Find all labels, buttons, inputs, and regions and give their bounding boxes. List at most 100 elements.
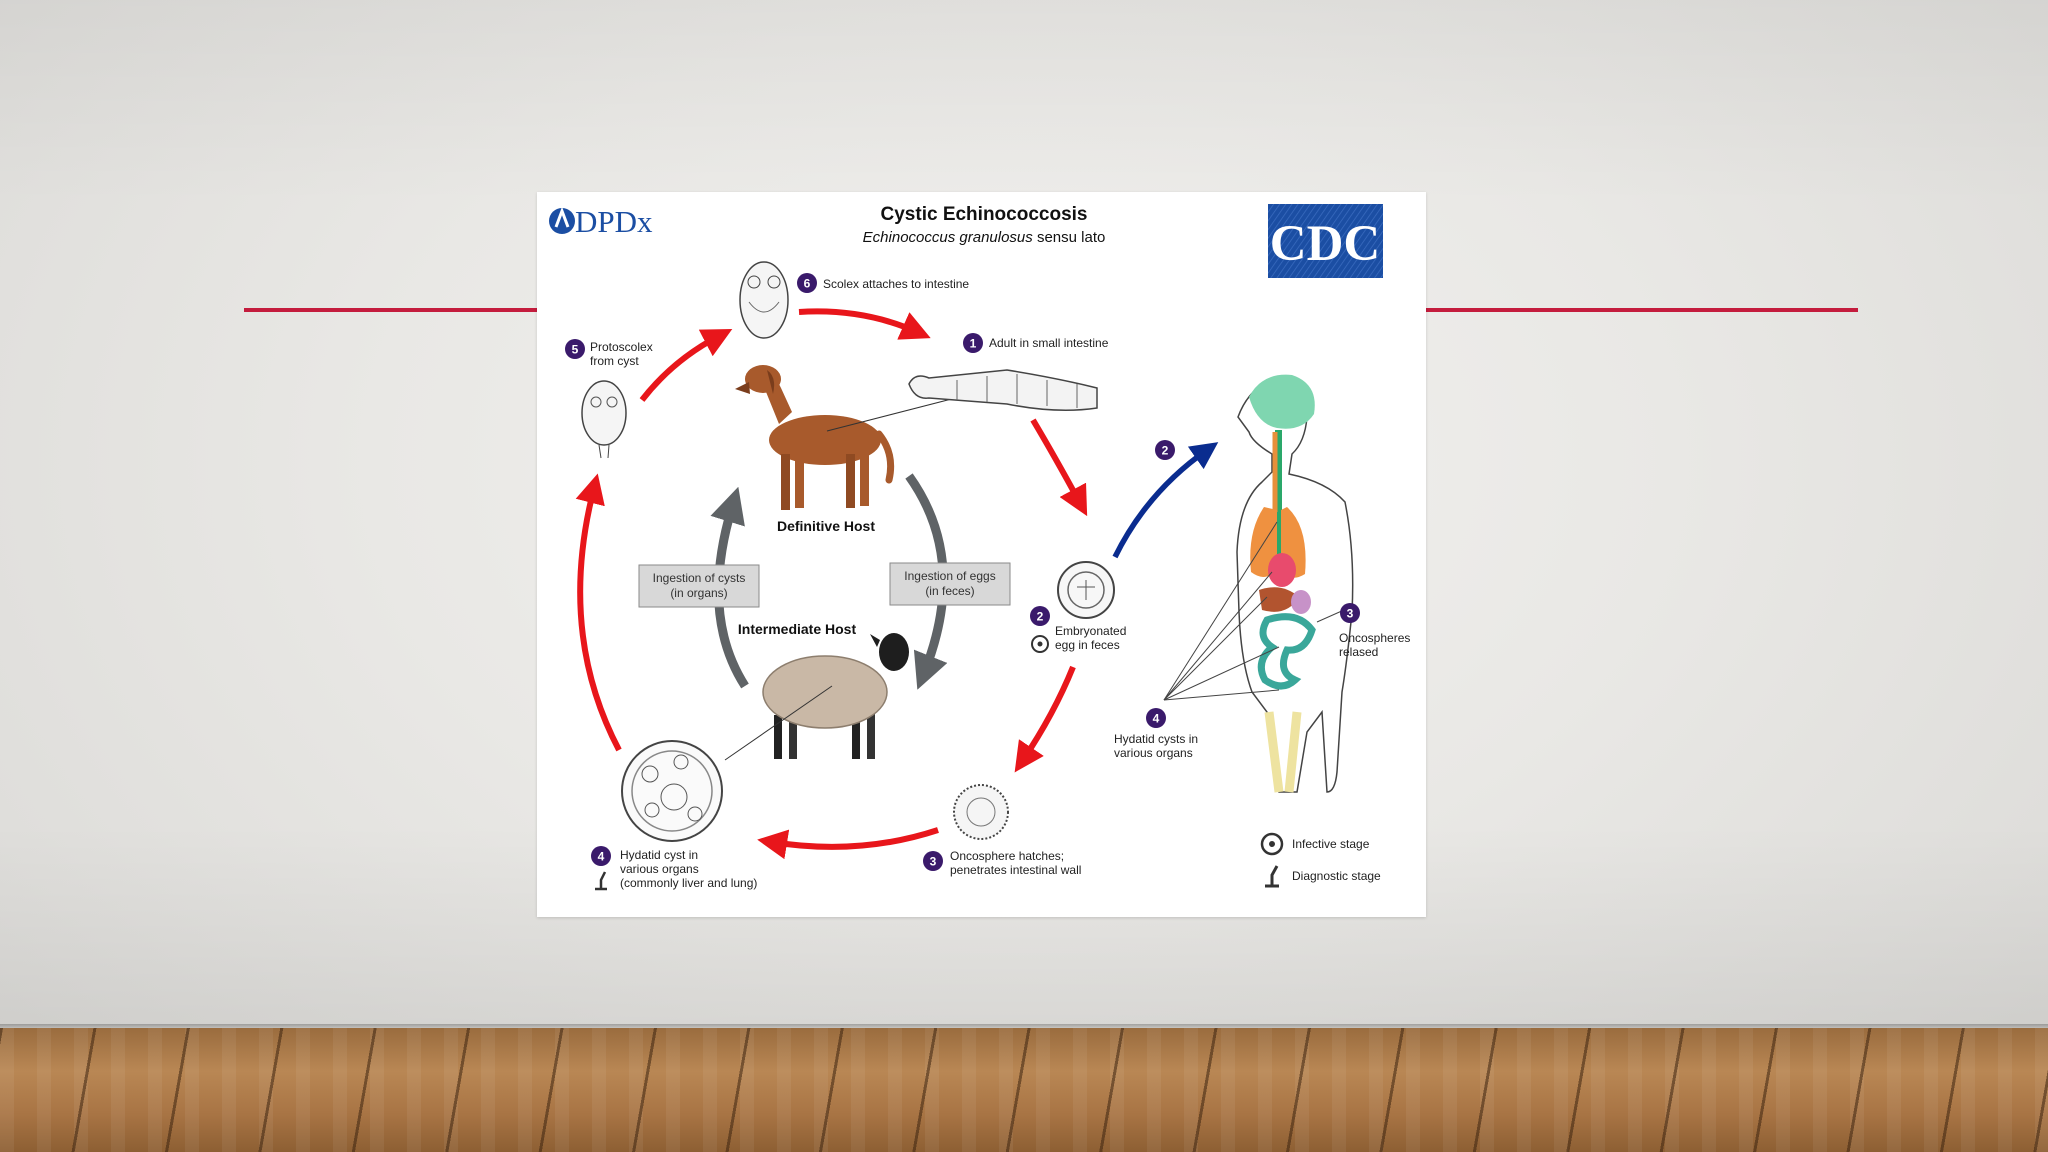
- dog-hind-leg-2: [860, 450, 869, 506]
- legend-microscope-icon-shape: [1265, 865, 1279, 888]
- human-pointer-line-5: [1163, 689, 1280, 701]
- wood-floor: [0, 1028, 2048, 1152]
- life-cycle-diagram: DPDx Cystic Echinococcosis Echinococcus …: [537, 192, 1426, 917]
- scolex-detail: [748, 301, 780, 313]
- protoscolex-tail: [598, 444, 610, 459]
- stage-3-label-line1: Oncosphere hatches;: [950, 849, 1064, 863]
- legend-biohazard-icon-ring: [1260, 832, 1284, 856]
- human-brain: [1249, 374, 1315, 429]
- human-liver: [1259, 587, 1299, 612]
- arrow-3-to-4: [757, 827, 939, 860]
- stage-2-label-line2: egg in feces: [1055, 638, 1120, 652]
- legend-diagnostic-label: Diagnostic stage: [1292, 869, 1381, 883]
- human-pointer-line-1: [1163, 521, 1278, 701]
- scolex-sucker-right: [767, 275, 781, 289]
- oncosphere-drawing: [953, 784, 1009, 840]
- scolex-drawing: [739, 261, 789, 339]
- legend-infective-label: Infective stage: [1292, 837, 1370, 851]
- scolex-sucker-left: [747, 275, 761, 289]
- ingestion-cysts-box: Ingestion of cysts (in organs): [638, 564, 760, 608]
- cdc-logo-text: CDC: [1270, 216, 1381, 272]
- cyst-daughter-2: [673, 754, 689, 770]
- protoscolex-sucker-right: [606, 396, 618, 408]
- stage-5-protoscolex: 5 Protoscolex from cyst: [565, 339, 653, 459]
- ingestion-eggs-frame: [889, 562, 1011, 606]
- legend-biohazard-icon: [1260, 832, 1284, 856]
- intermediate-host-label: Intermediate Host: [738, 621, 857, 637]
- diagram-subtitle: Echinococcus granulosus sensu lato: [863, 229, 1106, 246]
- human-stage-4-label-line2: various organs: [1114, 746, 1193, 760]
- stage-1-badge: [963, 333, 983, 353]
- floor-edge: [0, 1024, 2048, 1030]
- adult-worm-segments: [956, 374, 1078, 408]
- human-intestines: [1257, 613, 1316, 690]
- arrow-1-to-2: [1030, 418, 1088, 517]
- stage-6-scolex: 6 Scolex attaches to intestine: [739, 261, 969, 339]
- stage-2-label-line1: Embryonated: [1055, 624, 1126, 638]
- sheep-head: [879, 633, 909, 671]
- dog-hind-leg-1: [846, 454, 855, 508]
- stage-5-badge: [565, 339, 585, 359]
- cyst-daughter-5: [687, 806, 703, 822]
- diagram-subtitle-qualifier: sensu lato: [1033, 229, 1106, 246]
- sheep-leg-3: [852, 715, 860, 759]
- human-pointer-line-2: [1163, 571, 1273, 701]
- human-esophagus: [1275, 430, 1282, 570]
- life-cycle-svg: DPDx Cystic Echinococcosis Echinococcus …: [549, 204, 1410, 891]
- human-heart: [1268, 553, 1296, 587]
- cyst-daughter-4: [644, 802, 660, 818]
- egg-hooks: [1077, 580, 1095, 600]
- stage-1-adult: 1 Adult in small intestine: [908, 333, 1109, 411]
- stage-3-oncosphere: 3 Oncosphere hatches; penetrates intesti…: [923, 784, 1081, 877]
- human-stage-3-label-line2: relased: [1339, 645, 1378, 659]
- dog-front-leg-2: [795, 454, 804, 508]
- sheep-illustration: [724, 633, 909, 761]
- ingestion-cysts-line1: Ingestion of cysts: [653, 571, 746, 585]
- cycle-arrows: [575, 308, 1088, 860]
- stage-2-egg: 2 Embryonated egg in feces: [1030, 561, 1126, 653]
- stage-4-label-line1: Hydatid cyst in: [620, 848, 698, 862]
- cdc-logo: CDC: [1268, 204, 1383, 278]
- protoscolex-drawing: [581, 380, 627, 446]
- sheep-leg-2: [789, 715, 797, 759]
- stage-3-number: 3: [930, 855, 937, 869]
- human-stage-2: 2: [1155, 440, 1175, 460]
- biohazard-icon: [1031, 635, 1049, 653]
- dog-ear: [767, 370, 775, 394]
- human-pointer-line-3: [1163, 596, 1268, 701]
- human-femur: [1264, 711, 1302, 793]
- stage-6-number: 6: [804, 277, 811, 291]
- stage-5-label-line2: from cyst: [590, 354, 639, 368]
- arrow-6-to-1: [798, 308, 931, 340]
- stage-4-label-line2: various organs: [620, 862, 699, 876]
- sheep-leg-4: [867, 713, 875, 759]
- biohazard-icon-core: [1037, 641, 1043, 647]
- dog-illustration: [735, 365, 972, 510]
- stage-3-label-line2: penetrates intestinal wall: [950, 863, 1081, 877]
- ingestion-eggs-line1: Ingestion of eggs: [904, 569, 995, 583]
- human-stage-4-number: 4: [1153, 712, 1160, 726]
- dog-body: [769, 415, 881, 465]
- human-stage-4-label-line1: Hydatid cysts in: [1114, 732, 1198, 746]
- legend-microscope-icon: [1265, 865, 1279, 888]
- arrow-egg-to-human: [1112, 442, 1219, 559]
- stage-6-badge: [797, 273, 817, 293]
- dog-pointer-line: [826, 393, 972, 432]
- cyst-drawing: [621, 740, 723, 842]
- ingestion-cysts-frame: [638, 564, 760, 608]
- cyst-daughter-1: [641, 765, 659, 783]
- arrow-5-to-6: [639, 329, 733, 402]
- human-stage-3-badge: [1340, 603, 1360, 623]
- stage-2-number: 2: [1037, 610, 1044, 624]
- human-stage-4: 4 Hydatid cysts in various organs: [1114, 708, 1198, 760]
- stage-4-number: 4: [598, 850, 605, 864]
- human-figure: [1163, 374, 1354, 793]
- human-stage-3-number: 3: [1347, 607, 1354, 621]
- arrow-2-to-3: [1014, 665, 1076, 773]
- human-stage-3-label-line1: Oncospheres: [1339, 631, 1410, 645]
- biohazard-icon-ring: [1031, 635, 1049, 653]
- microscope-icon-shape: [595, 871, 607, 891]
- stage-4-label-line3: (commonly liver and lung): [620, 876, 757, 890]
- sheep-body: [762, 655, 888, 729]
